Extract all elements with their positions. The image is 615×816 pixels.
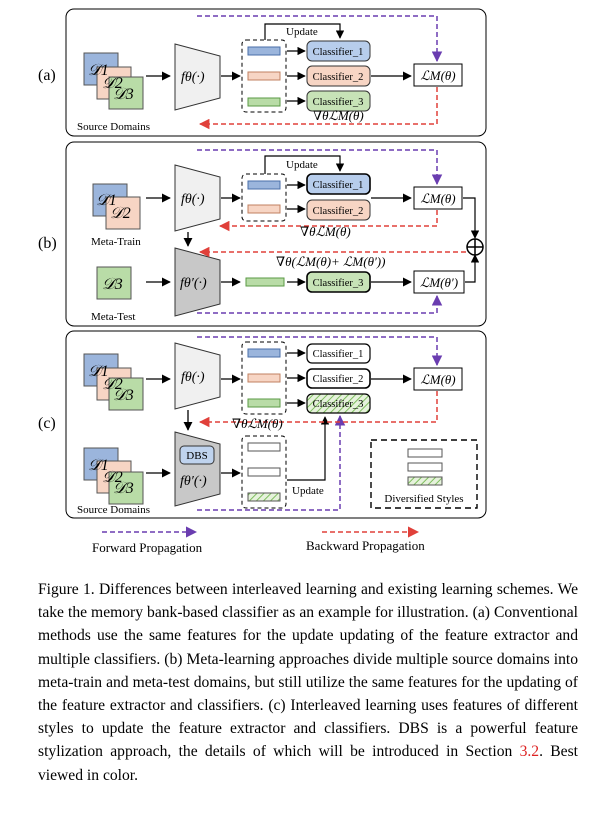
method-comparison-diagram: (a) 𝒟1 𝒟2 𝒟3 Source Domains fθ(·) Update bbox=[38, 8, 487, 555]
legend-forward-label: Forward Propagation bbox=[92, 540, 203, 555]
extractor-test-label: fθ′(·) bbox=[180, 276, 207, 291]
feature-extractor-train bbox=[174, 164, 221, 232]
domain-d1: 𝒟1 bbox=[88, 363, 109, 380]
forward-path-test bbox=[197, 294, 443, 314]
domain-d2: 𝒟2 bbox=[102, 376, 123, 393]
classifier-2-label: Classifier_2 bbox=[313, 374, 364, 385]
panel-b-train-domains: 𝒟1 𝒟2 bbox=[92, 183, 141, 230]
gradient-label: ∇θℒM(θ) bbox=[313, 108, 364, 123]
figure-caption: Figure 1. Differences between interleave… bbox=[38, 578, 578, 787]
classifier-3-label: Classifier_3 bbox=[313, 399, 364, 410]
classifier-3 bbox=[306, 90, 371, 112]
classifier-1 bbox=[306, 343, 371, 364]
source-domains-label: Source Domains bbox=[77, 504, 150, 516]
panel-b-test-domain: 𝒟3 bbox=[96, 266, 132, 300]
panel-a: (a) 𝒟1 𝒟2 𝒟3 Source Domains fθ(·) Update bbox=[38, 8, 487, 137]
classifier-3-label: Classifier_3 bbox=[313, 278, 364, 289]
source-domains-label: Source Domains bbox=[77, 121, 150, 133]
feature-group-top bbox=[241, 341, 287, 415]
classifier-2 bbox=[306, 368, 371, 389]
domain-d1: 𝒟1 bbox=[88, 457, 109, 474]
update-label: Update bbox=[286, 26, 318, 38]
feature-extractor-top bbox=[174, 342, 221, 410]
domain-d2: 𝒟2 bbox=[102, 469, 123, 486]
feature-group bbox=[241, 39, 287, 113]
gradient-inner-label: ∇θℒM(θ) bbox=[300, 224, 351, 239]
section-ref-link[interactable]: 3.2 bbox=[519, 743, 540, 761]
feature-group-bottom bbox=[241, 435, 287, 509]
classifier-2 bbox=[306, 199, 371, 221]
panel-c-frame bbox=[65, 330, 487, 519]
loss-label: ℒM(θ) bbox=[420, 68, 455, 83]
classifier-1 bbox=[306, 40, 371, 62]
update-label: Update bbox=[292, 485, 324, 497]
domain-d2: 𝒟2 bbox=[110, 205, 131, 222]
domain-d3: 𝒟3 bbox=[102, 276, 123, 293]
legend-backward-label: Backward Propagation bbox=[306, 538, 425, 553]
legend: Forward Propagation Backward Propagation bbox=[92, 526, 425, 555]
classifier-1-label: Classifier_1 bbox=[313, 349, 364, 360]
loss-box bbox=[413, 367, 463, 391]
extractor-train-label: fθ(·) bbox=[181, 192, 205, 207]
panel-c-label: (c) bbox=[38, 415, 56, 432]
panel-a-frame bbox=[65, 8, 487, 137]
extractor-top-label: fθ(·) bbox=[181, 370, 205, 385]
backward-path bbox=[198, 87, 438, 130]
gradient-outer-label: ∇θ(ℒM(θ)+ ℒM(θ′)) bbox=[276, 254, 385, 269]
domain-d3: 𝒟3 bbox=[113, 86, 134, 103]
domain-d3: 𝒟3 bbox=[113, 480, 134, 497]
feature-group bbox=[241, 173, 287, 222]
panel-c: (c) 𝒟1 𝒟2 𝒟3 𝒟1 𝒟2 𝒟3 Source Domains fθ(… bbox=[38, 330, 487, 519]
panel-a-label: (a) bbox=[38, 67, 56, 84]
classifier-3 bbox=[306, 393, 371, 414]
meta-test-label: Meta-Test bbox=[91, 311, 135, 323]
panel-b: (b) 𝒟1 𝒟2 Meta-Train 𝒟3 Meta-Test fθ(·) … bbox=[38, 141, 487, 327]
forward-path-top bbox=[197, 336, 443, 367]
classifier-2 bbox=[306, 65, 371, 87]
panel-b-label: (b) bbox=[38, 235, 57, 252]
classifier-1 bbox=[306, 173, 371, 195]
classifier-3-label: Classifier_3 bbox=[313, 97, 364, 108]
loss-box bbox=[413, 63, 463, 87]
panel-b-frame bbox=[65, 141, 487, 327]
classifier-1-label: Classifier_1 bbox=[313, 180, 364, 191]
classifier-3 bbox=[306, 271, 371, 293]
feature-extractor-bottom bbox=[174, 431, 221, 507]
domain-d2: 𝒟2 bbox=[102, 75, 123, 92]
loss-test-label: ℒM(θ′) bbox=[420, 275, 458, 290]
loss-train-label: ℒM(θ) bbox=[420, 191, 455, 206]
update-label: Update bbox=[286, 159, 318, 171]
diversified-styles-label: Diversified Styles bbox=[384, 493, 463, 505]
classifier-2-label: Classifier_2 bbox=[313, 206, 364, 217]
extractor-label: fθ(·) bbox=[181, 70, 205, 85]
domain-d1: 𝒟1 bbox=[88, 62, 109, 79]
loss-train-box bbox=[413, 186, 463, 210]
domain-d1: 𝒟1 bbox=[96, 192, 117, 209]
panel-a-domains: 𝒟1 𝒟2 𝒟3 bbox=[83, 52, 144, 110]
diversified-styles-box bbox=[370, 439, 478, 509]
loss-label: ℒM(θ) bbox=[420, 372, 455, 387]
dbs-label: DBS bbox=[186, 450, 207, 462]
forward-path bbox=[197, 15, 443, 63]
gradient-label: ∇θℒM(θ) bbox=[232, 416, 283, 431]
forward-path-train bbox=[197, 149, 443, 186]
meta-train-label: Meta-Train bbox=[91, 236, 141, 248]
feature-extractor bbox=[174, 43, 221, 111]
backward-path-inner bbox=[218, 210, 438, 232]
dbs-module bbox=[179, 445, 215, 465]
caption-tail: . Best viewed in color. bbox=[38, 743, 578, 784]
classifier-1-label: Classifier_1 bbox=[313, 47, 364, 58]
panel-c-domains-top: 𝒟1 𝒟2 𝒟3 bbox=[83, 353, 144, 411]
backward-path bbox=[198, 391, 438, 428]
classifier-2-label: Classifier_2 bbox=[313, 72, 364, 83]
panel-c-domains-bottom: 𝒟1 𝒟2 𝒟3 bbox=[83, 447, 144, 505]
domain-d3: 𝒟3 bbox=[113, 387, 134, 404]
caption-text: Figure 1. Differences between interleave… bbox=[38, 581, 578, 761]
loss-test-box bbox=[413, 270, 465, 294]
extractor-bottom-label: fθ′(·) bbox=[180, 474, 207, 489]
